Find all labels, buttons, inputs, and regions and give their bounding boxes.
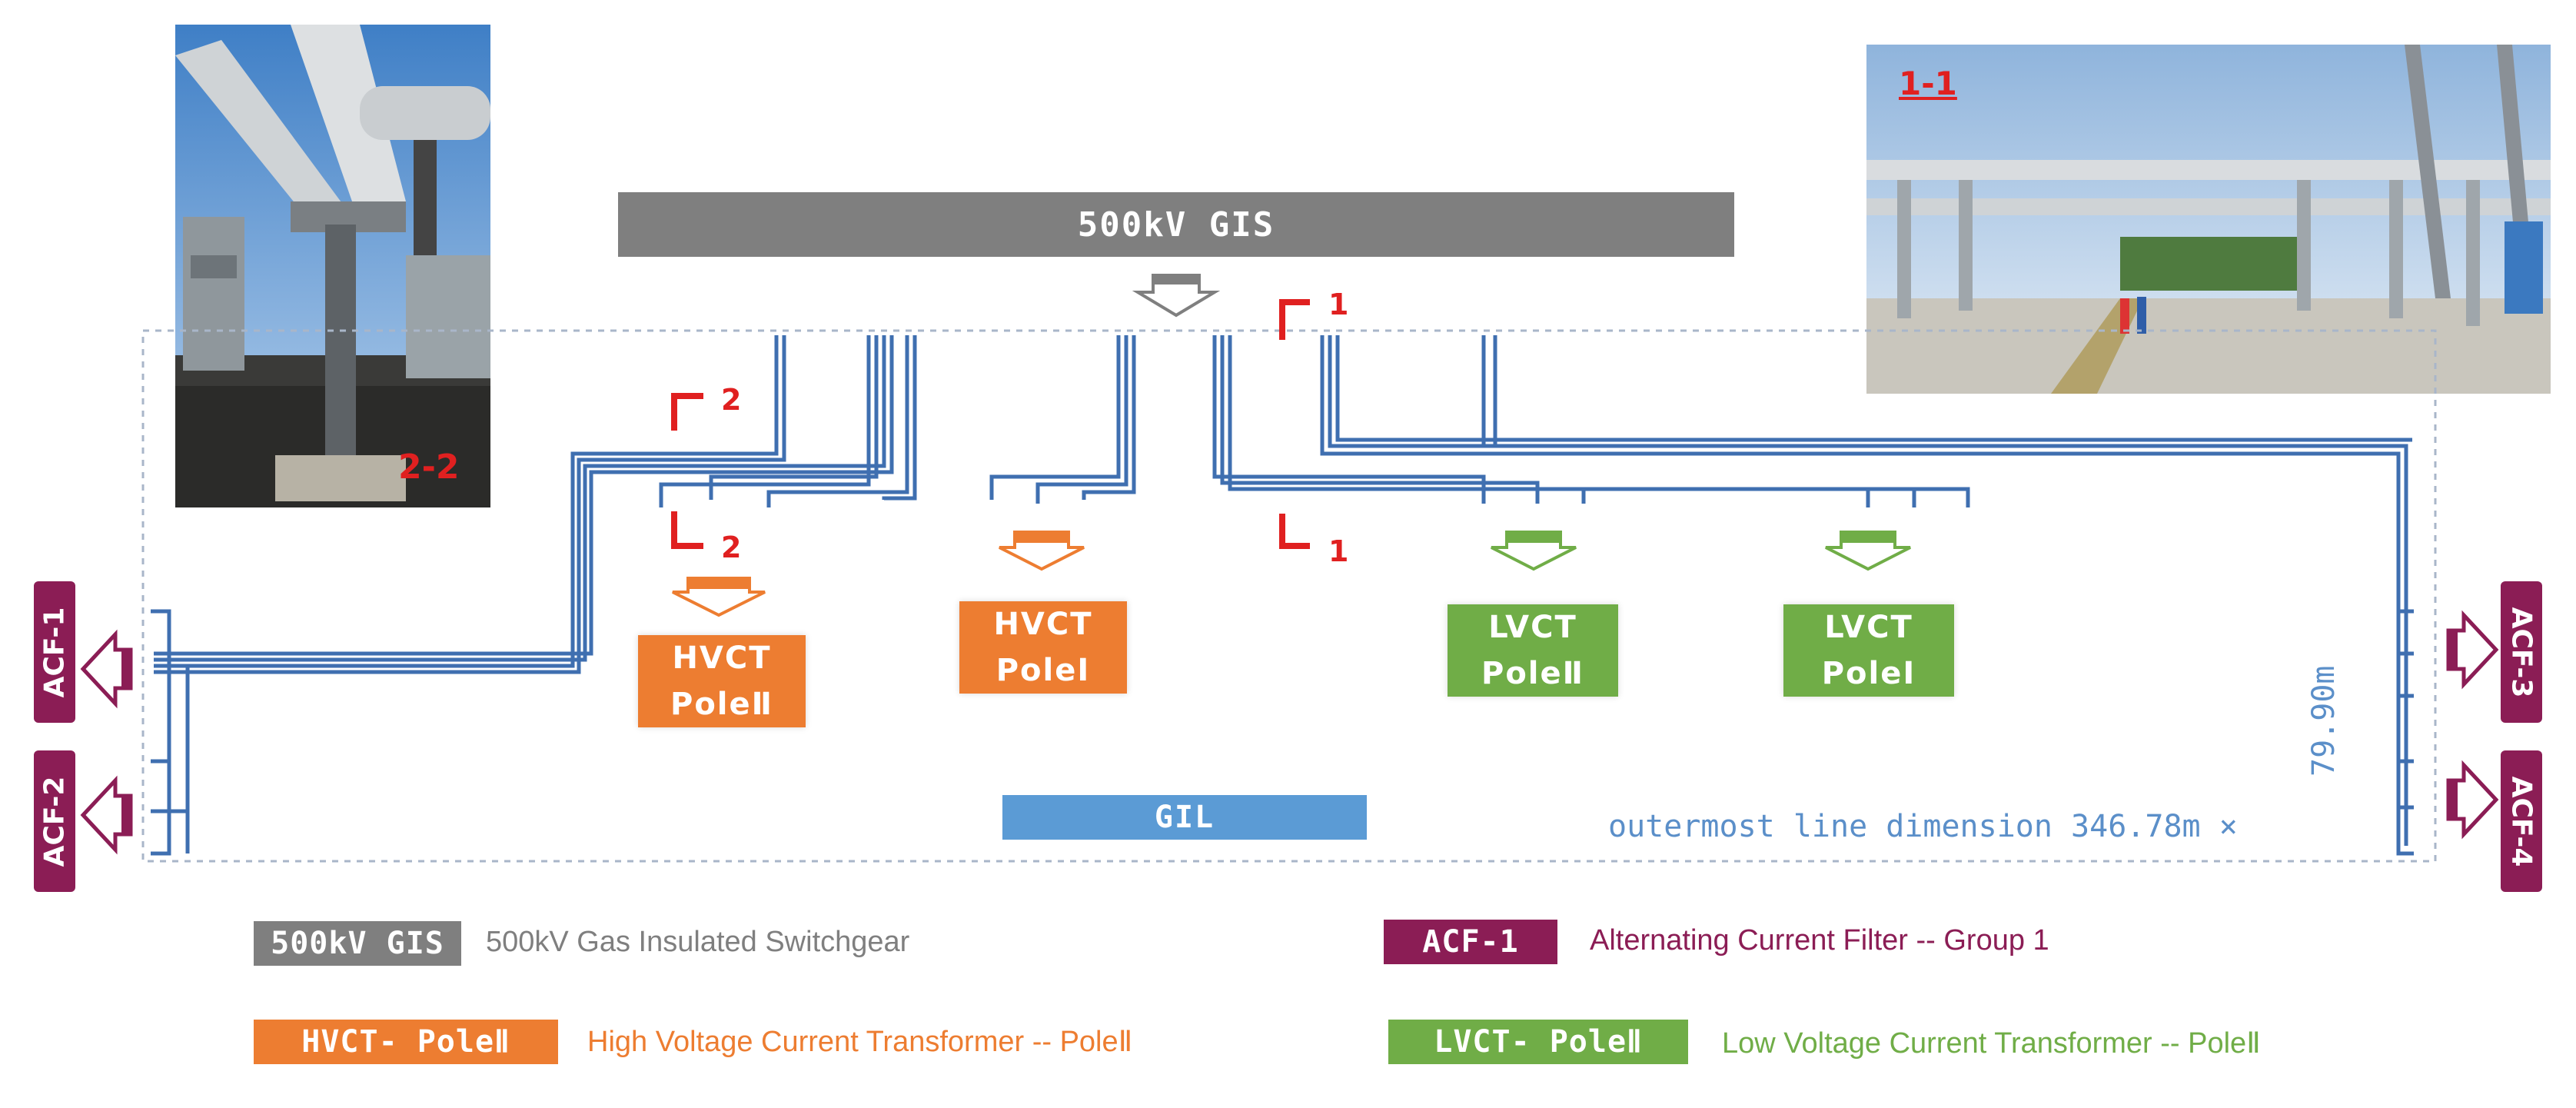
legend-acf-text: Alternating Current Filter -- Group 1 <box>1590 924 2049 957</box>
legend-gis-text: 500kV Gas Insulated Switchgear <box>486 926 910 958</box>
acf3-tag: ACF-3 <box>2501 581 2542 723</box>
legend-acf-badge: ACF-1 <box>1384 920 1557 964</box>
photo-label: 1-1 <box>1899 65 1957 102</box>
lvct-pole1-line1: LVCT <box>1824 610 1913 645</box>
acf1-tag: ACF-1 <box>34 581 75 723</box>
acf2-tag: ACF-2 <box>34 750 75 892</box>
hvct-pole1-line1: HVCT <box>993 607 1093 642</box>
section-mark-2-top <box>671 393 703 431</box>
gis-bar-label: 500kV GIS <box>1077 205 1275 245</box>
legend-hvct-text: High Voltage Current Transformer -- Pole… <box>587 1026 1133 1058</box>
photo-section-2-2: 2-2 <box>175 25 490 507</box>
site-boundary <box>141 329 2437 863</box>
section-mark-1-bottom-label: 1 <box>1328 534 1349 568</box>
section-mark-1-top <box>1279 299 1310 340</box>
hvct-pole2-line1: HVCT <box>672 641 772 676</box>
gil-bar-label: GIL <box>1154 800 1215 835</box>
lvct-pole2-box: LVCT PoleⅡ <box>1448 604 1618 697</box>
section-mark-1-top-label: 1 <box>1328 288 1349 321</box>
acf2-label: ACF-2 <box>38 776 71 867</box>
section-mark-2-top-label: 2 <box>721 383 742 417</box>
gis-bar: 500kV GIS <box>618 192 1734 257</box>
legend-lvct-badge: LVCT- PoleⅡ <box>1388 1020 1688 1064</box>
acf4-label: ACF-4 <box>2505 776 2538 867</box>
legend-lvct-text: Low Voltage Current Transformer -- PoleⅡ <box>1722 1027 2261 1060</box>
lvct-pole1-line2: PoleⅠ <box>1821 656 1916 691</box>
acf1-label: ACF-1 <box>38 607 71 697</box>
section-mark-1-bottom <box>1279 514 1310 549</box>
hvct-pole2-line2: PoleⅡ <box>670 687 773 722</box>
legend-hvct-badge: HVCT- PoleⅡ <box>254 1020 558 1064</box>
lvct-pole2-line2: PoleⅡ <box>1481 656 1584 691</box>
section-mark-2-bottom <box>671 511 703 549</box>
section-mark-2-bottom-label: 2 <box>721 531 742 564</box>
lvct-pole1-box: LVCT PoleⅠ <box>1783 604 1954 697</box>
photo-label: 2-2 <box>398 448 460 487</box>
acf3-label: ACF-3 <box>2505 607 2538 697</box>
legend-gis-badge: 500kV GIS <box>254 921 461 966</box>
lvct-pole2-line1: LVCT <box>1488 610 1577 645</box>
gil-bar: GIL <box>1002 795 1367 840</box>
width-dimension: outermost line dimension 346.78m × <box>1608 809 2238 844</box>
hvct-pole2-box: HVCT PoleⅡ <box>638 635 806 727</box>
height-dimension: 79.90m <box>2306 665 2342 777</box>
hvct-pole1-line2: PoleⅠ <box>995 653 1091 688</box>
photo-section-1-1: 1-1 <box>1866 45 2551 394</box>
acf4-tag: ACF-4 <box>2501 750 2542 892</box>
hvct-pole1-box: HVCT PoleⅠ <box>959 601 1127 694</box>
